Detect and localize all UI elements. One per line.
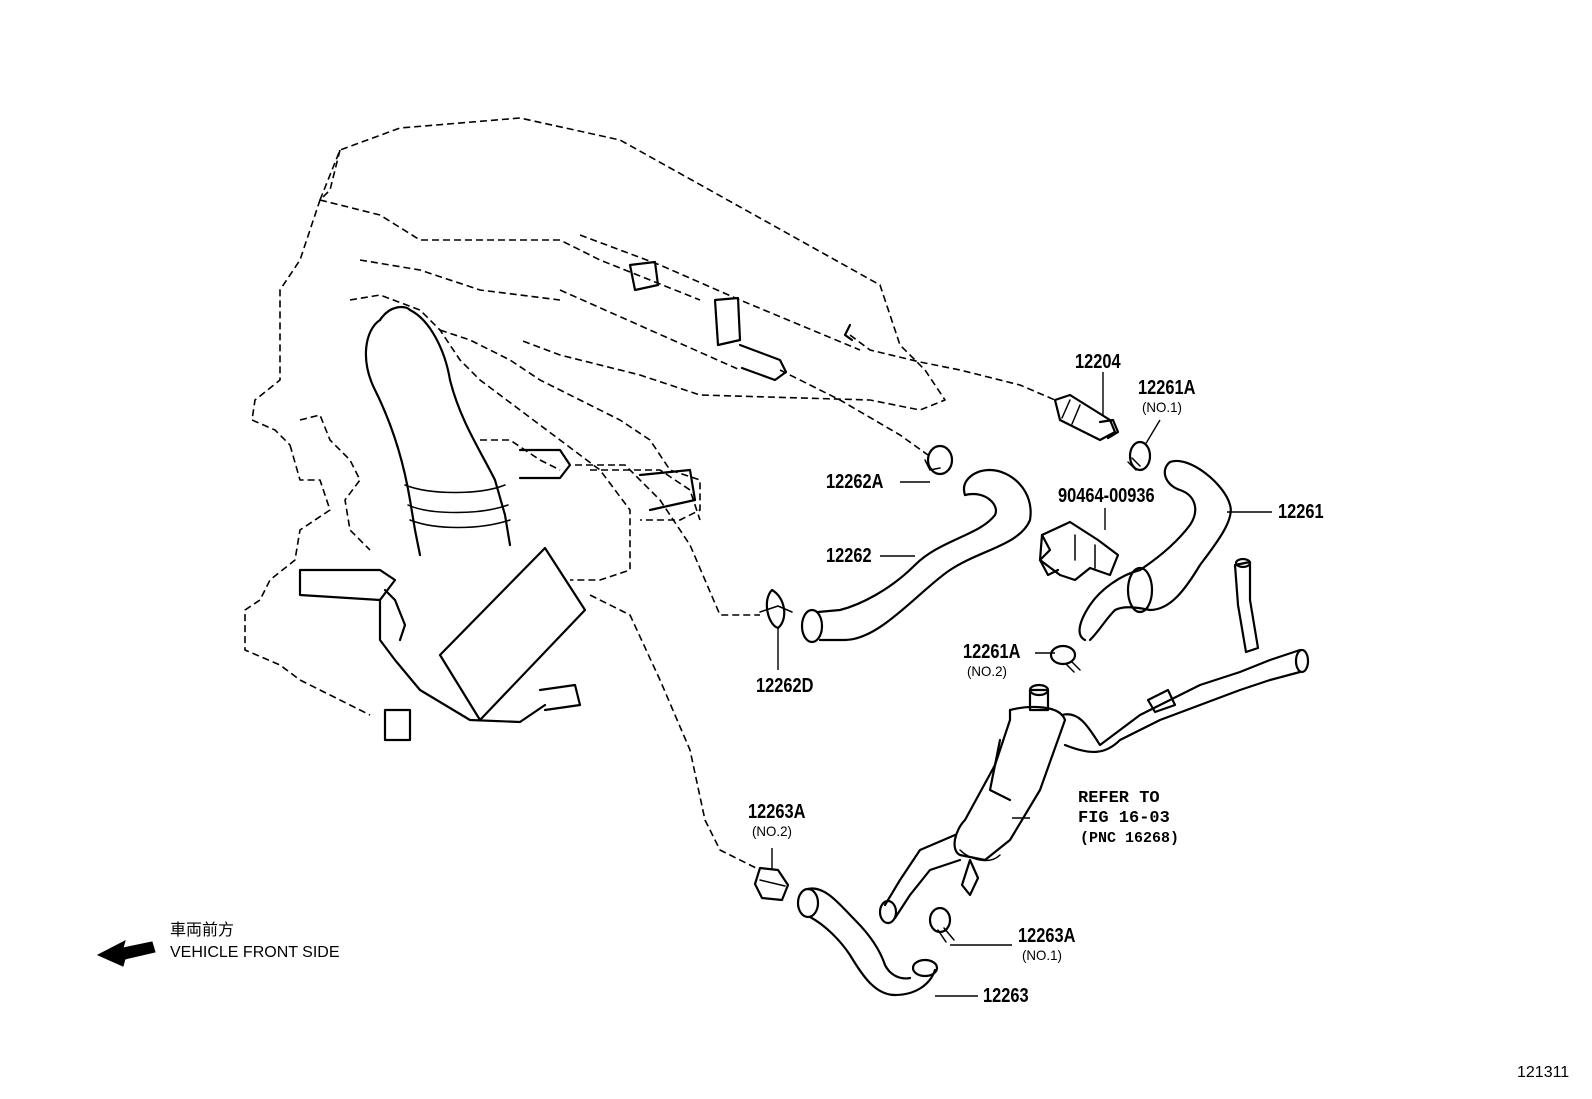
pcv-valve-12204 — [1053, 393, 1120, 442]
part-label-90464-00936: 90464-00936 — [1058, 485, 1155, 507]
part-label-12262D: 12262D — [756, 675, 814, 697]
bracket-90464-00936 — [1038, 520, 1120, 582]
engine-outline — [244, 117, 1056, 871]
part-label-12261A-no1: 12261A — [1138, 377, 1196, 399]
hose-12262 — [800, 468, 1032, 644]
part-sublabel-12261A-no1: (NO.1) — [1142, 399, 1182, 415]
vehicle-front-en: VEHICLE FRONT SIDE — [170, 944, 340, 961]
refer-line-2: FIG 16-03 — [1078, 809, 1170, 828]
vehicle-front-jp: 車両前方 — [170, 922, 235, 939]
refer-line-3: (PNC 16268) — [1080, 830, 1180, 847]
water-pipe-assembly — [878, 557, 1310, 925]
hose-12261 — [1078, 459, 1232, 642]
part-label-12263A-no1: 12263A — [1018, 925, 1076, 947]
part-sublabel-12263A-no1: (NO.1) — [1022, 947, 1062, 963]
part-label-12261A-no2: 12261A — [963, 641, 1021, 663]
engine-intake-pipe — [298, 260, 854, 742]
refer-line-1: REFER TO — [1078, 789, 1160, 808]
clamp-12262A — [924, 444, 954, 476]
figure-number: 121311 — [1517, 1064, 1570, 1081]
clamp-12263A-no1 — [928, 906, 955, 943]
part-sublabel-12261A-no2: (NO.2) — [967, 663, 1007, 679]
part-label-12262A: 12262A — [826, 471, 884, 493]
clamp-12261A-no1 — [1127, 440, 1152, 472]
part-sublabel-12263A-no2: (NO.2) — [752, 823, 792, 839]
clamp-12262D — [759, 588, 793, 630]
hose-12263 — [796, 887, 939, 997]
part-label-12263A-no2: 12263A — [748, 801, 806, 823]
clamp-12263A-no2 — [753, 866, 790, 902]
part-label-12204: 12204 — [1075, 351, 1121, 373]
part-label-12262: 12262 — [826, 545, 872, 567]
clamp-12261A-no2 — [1049, 644, 1081, 673]
part-label-12263: 12263 — [983, 985, 1029, 1007]
leader-lines — [771, 372, 1272, 997]
arrow-left-icon — [96, 940, 156, 967]
part-label-12261: 12261 — [1278, 501, 1324, 523]
